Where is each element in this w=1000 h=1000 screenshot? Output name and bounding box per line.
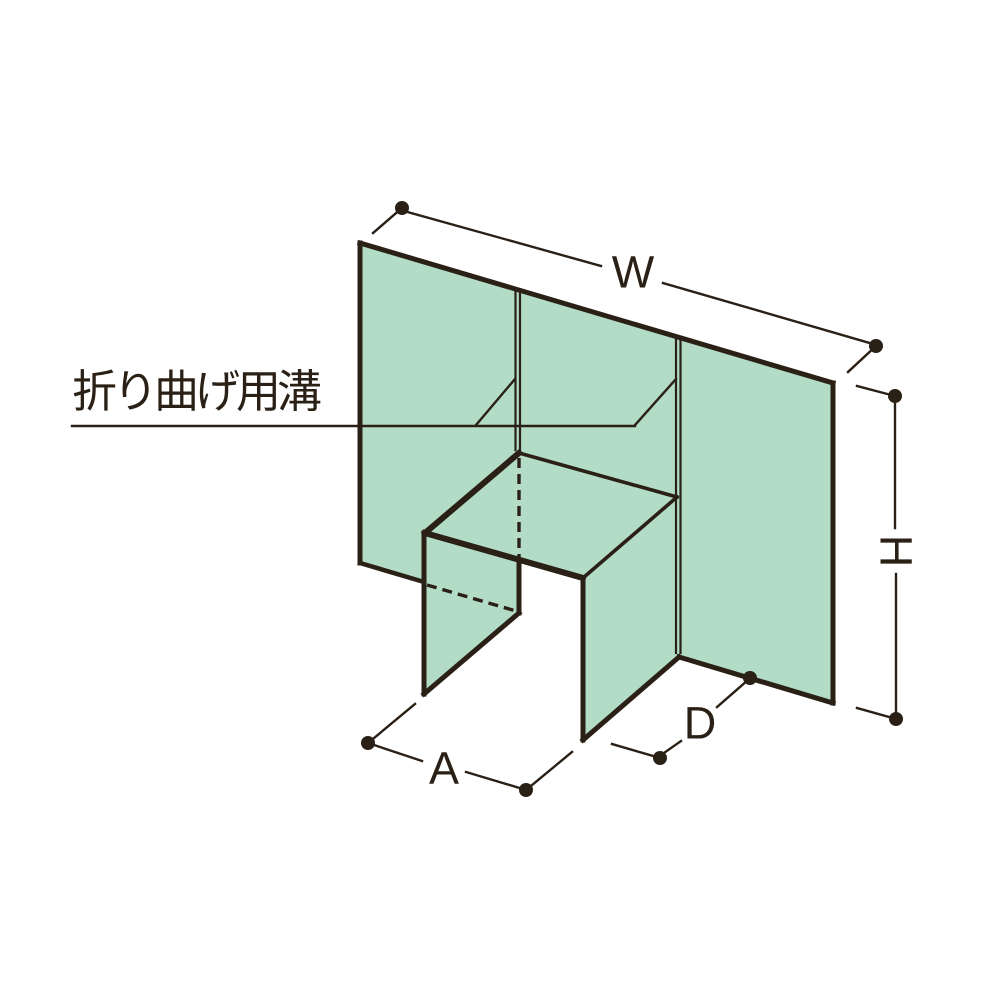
panel-silhouette bbox=[360, 243, 833, 740]
shelf-back-edge bbox=[516, 450, 680, 500]
shelf-front-edge bbox=[421, 529, 587, 582]
dim-a-line-right bbox=[464, 770, 525, 791]
labels: 折り曲げ用溝 W H A D bbox=[72, 247, 922, 794]
dim-h-label: H bbox=[871, 535, 922, 568]
shelf-right-edge bbox=[580, 494, 680, 581]
flap-bottom-edge bbox=[420, 609, 523, 698]
dim-w-dot-left bbox=[395, 201, 409, 215]
dim-a-label: A bbox=[429, 743, 459, 794]
edge-top bbox=[356, 239, 837, 387]
dimension-d bbox=[610, 678, 750, 760]
dim-d-label: D bbox=[684, 698, 717, 749]
leader-tick-corner-groove bbox=[633, 377, 678, 427]
hidden-edges bbox=[426, 458, 521, 613]
dim-a-dot-right bbox=[519, 783, 533, 797]
edge-bottom-middle bbox=[579, 653, 683, 744]
dim-d-dot-left bbox=[653, 751, 667, 765]
line-art bbox=[70, 206, 898, 792]
fold-grooves bbox=[514, 289, 682, 655]
shelf-left-edge bbox=[420, 448, 524, 538]
dim-w-line-right bbox=[661, 281, 875, 346]
dim-w-dot-right bbox=[869, 339, 883, 353]
groove-annotation-label: 折り曲げ用溝 bbox=[72, 366, 321, 417]
dimension-a bbox=[366, 702, 574, 792]
dim-d-dot-right bbox=[743, 671, 757, 685]
dim-a-tick-right bbox=[524, 750, 574, 792]
panel-edges bbox=[356, 239, 837, 744]
leader-tick-left-groove bbox=[474, 377, 517, 427]
dim-a-line-left bbox=[369, 742, 424, 763]
dim-w-line-left bbox=[402, 209, 603, 268]
edge-bottom-left bbox=[357, 560, 427, 585]
dim-w-label: W bbox=[612, 247, 655, 298]
dim-a-tick-left bbox=[366, 702, 417, 745]
dim-d-line-right bbox=[715, 678, 750, 709]
dim-d-tick-left bbox=[610, 742, 662, 760]
dim-a-dot-left bbox=[361, 736, 375, 750]
groove-annotation-leader bbox=[70, 377, 678, 428]
dimension-dots bbox=[361, 201, 903, 797]
dim-d-line-left bbox=[662, 739, 683, 755]
dim-h-dot-top bbox=[888, 389, 902, 403]
dim-h-dot-bottom bbox=[889, 712, 903, 726]
